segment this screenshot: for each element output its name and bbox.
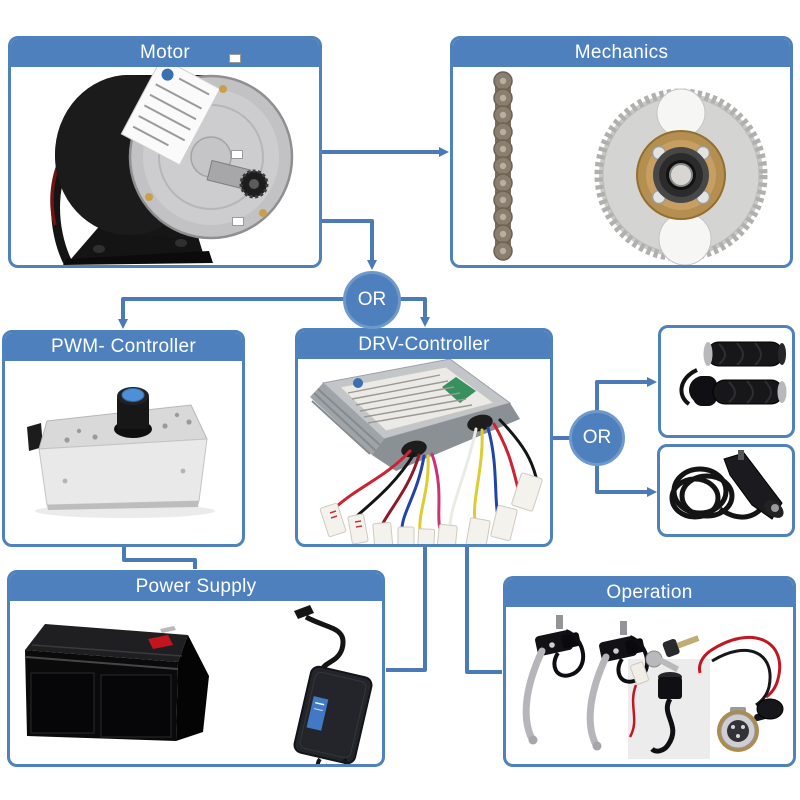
twist-throttle-box: [658, 325, 795, 438]
power-supply-box: Power Supply: [7, 570, 385, 767]
connector-motor-to-or: [322, 219, 377, 270]
connector-drv-to-power: [386, 547, 427, 672]
operation-box-title: Operation: [606, 582, 693, 603]
thumb-throttle-box: [657, 444, 795, 537]
motor-box-title: Motor: [139, 42, 191, 63]
mechanics-box-title: Mechanics: [574, 42, 669, 63]
connector-or-to-twist-throttle: [595, 377, 657, 411]
drv-controller-photo: [310, 359, 543, 544]
charging-port: [698, 635, 784, 752]
battery-and-charger-photo: [25, 605, 373, 764]
selection-handle-artifact: [229, 54, 241, 63]
drv-controller-box: DRV-Controller: [295, 328, 553, 547]
pwm-box-title: PWM- Controller: [51, 336, 196, 357]
brake-lever: [522, 615, 586, 745]
or-node-right: OR: [569, 410, 625, 466]
operation-parts-photo: [522, 615, 784, 759]
selection-handle-artifact: [232, 217, 244, 226]
power-box-header: Power Supply: [10, 573, 382, 601]
mechanics-box-header: Mechanics: [453, 39, 790, 67]
twist-throttle-photo: [679, 341, 787, 406]
connector-or-to-drv: [400, 297, 430, 327]
connector-or-to-pwm: [118, 297, 344, 329]
or-node-top: OR: [343, 271, 401, 329]
motor-box: Motor: [8, 36, 322, 268]
connector-pwm-to-power: [122, 547, 197, 569]
connector-or-to-thumb-throttle: [595, 465, 657, 497]
key-switch: [628, 635, 700, 754]
drv-box-header: DRV-Controller: [298, 331, 550, 359]
connector-drv-to-operation: [465, 547, 502, 674]
thumb-throttle-photo: [669, 450, 784, 520]
chain-and-sprocket-photo: [493, 71, 768, 265]
motor-photo: [50, 67, 294, 265]
pwm-controller-box: PWM- Controller: [2, 330, 245, 547]
or-node-right-label: OR: [582, 427, 612, 448]
or-node-top-label: OR: [357, 289, 387, 310]
pwm-controller-photo: [27, 387, 215, 518]
operation-box: Operation: [503, 576, 796, 767]
operation-box-header: Operation: [506, 579, 793, 607]
selection-handle-artifact: [231, 150, 243, 159]
drv-box-title: DRV-Controller: [358, 334, 490, 355]
pwm-box-header: PWM- Controller: [5, 333, 242, 361]
motor-box-header: Motor: [11, 39, 319, 67]
power-box-title: Power Supply: [135, 576, 257, 597]
mechanics-box: Mechanics: [450, 36, 793, 268]
